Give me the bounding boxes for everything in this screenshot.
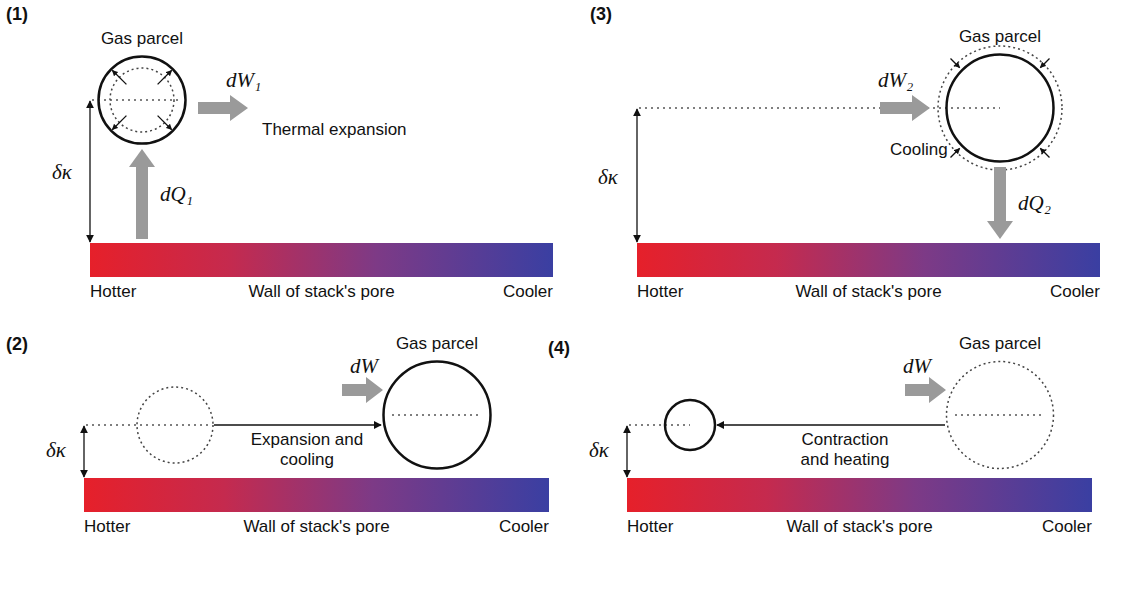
temperature-label: Cooler	[1050, 282, 1100, 302]
temperature-label: Hotter	[90, 282, 136, 302]
process-label: Expansion and cooling	[248, 430, 366, 469]
panel-3-figure	[637, 46, 1062, 242]
gas-parcel: Gas parcel	[945, 360, 1055, 470]
parcel-outline	[382, 360, 492, 470]
temperature-label: Hotter	[637, 282, 683, 302]
temperature-label: Hotter	[627, 517, 673, 537]
thermal-penetration-depth: δκ	[589, 438, 609, 462]
process-label: Thermal expansion	[262, 120, 407, 140]
work-label: dW₂	[878, 68, 913, 92]
panel-number: (3)	[590, 4, 612, 25]
gas-parcel: Gas parcel	[97, 55, 187, 145]
heat-label: dQ₁	[160, 182, 193, 206]
gas-parcel: Gas parcel	[382, 360, 492, 470]
heat-flow-arrow	[136, 167, 148, 239]
panel-number: (1)	[6, 4, 28, 25]
panel-4-figure	[627, 377, 1045, 477]
wall-name: Wall of stack's pore	[248, 282, 394, 302]
panel-number: (4)	[548, 338, 570, 359]
panel-number: (2)	[6, 334, 28, 355]
stack-wall: HotterWall of stack's poreCooler	[84, 478, 549, 512]
panel-1-figure	[90, 68, 248, 242]
heat-flow-arrow	[994, 167, 1006, 221]
temperature-label: Cooler	[1042, 517, 1092, 537]
temperature-label: Cooler	[499, 517, 549, 537]
work-label: dW	[350, 354, 378, 378]
wall-name: Wall of stack's pore	[243, 517, 389, 537]
thermal-penetration-depth: δκ	[598, 165, 618, 189]
parcel-outline	[945, 360, 1055, 470]
temperature-label: Cooler	[503, 282, 553, 302]
work-label: dW	[903, 354, 931, 378]
parcel-heading: Gas parcel	[959, 27, 1041, 47]
panel-2-figure	[84, 377, 482, 477]
stack-wall: HotterWall of stack's poreCooler	[637, 243, 1100, 277]
parcel-heading: Gas parcel	[959, 334, 1041, 354]
temperature-label: Hotter	[84, 517, 130, 537]
process-label: Contraction and heating	[786, 430, 904, 469]
parcel-outline	[945, 53, 1055, 163]
parcel-heading: Gas parcel	[396, 334, 478, 354]
process-label: Cooling	[890, 140, 948, 160]
parcel-heading: Gas parcel	[101, 29, 183, 49]
gas-parcel: Gas parcel	[945, 53, 1055, 163]
stack-wall: HotterWall of stack's poreCooler	[90, 243, 553, 277]
stack-wall: HotterWall of stack's poreCooler	[627, 478, 1092, 512]
work-label: dW₁	[226, 68, 261, 92]
wall-name: Wall of stack's pore	[795, 282, 941, 302]
wall-name: Wall of stack's pore	[786, 517, 932, 537]
thermal-penetration-depth: δκ	[52, 160, 72, 184]
parcel-outline	[97, 55, 187, 145]
heat-label: dQ₂	[1018, 191, 1051, 215]
thermal-penetration-depth: δκ	[46, 438, 66, 462]
